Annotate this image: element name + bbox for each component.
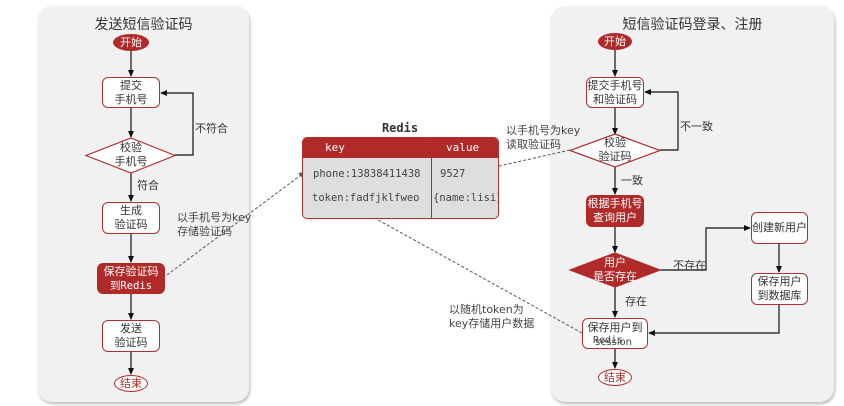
submit-phone-code-node: 提交手机号 和验证码: [586, 77, 644, 108]
edge-not-exists-create: [660, 225, 751, 271]
save-code-line1: 保存验证码: [103, 264, 159, 278]
end-node: 结束: [598, 369, 632, 386]
match-label: 一致: [621, 174, 643, 187]
end-node: 结束: [114, 375, 148, 392]
validate-phone-label: 校验 手机号: [114, 141, 148, 168]
value-column-header: value: [446, 141, 480, 154]
store-user-annotation: 以随机token为 key存储用户数据: [449, 303, 535, 330]
not-exists-label: 不存在: [673, 259, 706, 272]
send-code-node: 发送 验证码: [102, 320, 160, 352]
redis-key-cell: token:fadfjklfweo: [312, 192, 420, 204]
save-user-line1: 保存用户到: [587, 321, 643, 334]
redis-header: key value: [303, 138, 498, 158]
validate-phone-diamond: [84, 137, 177, 174]
redis-table: key value phone:13838411438 9527 token:f…: [302, 137, 499, 219]
dashed-store-code: [166, 171, 306, 276]
exists-label: 存在: [625, 295, 647, 308]
save-user-db-node: 保存用户 到数据库: [751, 273, 808, 305]
start-node: 开始: [598, 33, 632, 50]
redis-value-cell: 9527: [440, 168, 466, 180]
generate-code-node: 生成 验证码: [102, 202, 160, 234]
save-user-redis-node: 保存用户到 session Redis: [582, 318, 648, 349]
edge-savedb-saveuser: [648, 305, 780, 336]
query-user-node: 根据手机号 查询用户: [586, 195, 644, 227]
read-code-annotation: 以手机号为key 读取验证码: [506, 124, 581, 151]
column-divider: [431, 138, 432, 218]
mismatch-label: 不一致: [680, 120, 713, 133]
user-exists-label: 用户 是否存在: [593, 256, 637, 283]
match-label: 符合: [137, 179, 159, 192]
overlapping-text: session Redis: [585, 335, 645, 349]
store-code-annotation: 以手机号为key 存储验证码: [177, 211, 252, 238]
submit-phone-node: 提交 手机号: [102, 77, 160, 108]
validate-code-diamond: [568, 133, 662, 168]
save-code-redis-node: 保存验证码 到Redis: [97, 263, 165, 294]
dashed-store-user: [361, 210, 583, 334]
redis-text: Redis: [593, 335, 624, 346]
validate-code-label: 校验 验证码: [598, 136, 632, 163]
start-node: 开始: [113, 34, 149, 51]
key-column-header: key: [325, 141, 345, 154]
panel-title: 发送短信验证码: [94, 17, 193, 33]
dashed-read-code: [476, 149, 571, 173]
edge-validate-loop: [160, 90, 194, 156]
user-exists-diamond: [568, 252, 662, 288]
mismatch-label: 不符合: [195, 122, 228, 135]
panel-title: 短信验证码登录、注册: [622, 17, 763, 33]
save-code-line2: 到Redis: [109, 279, 153, 292]
edge-validate-loop: [644, 89, 679, 151]
session-text: session: [595, 337, 633, 348]
redis-value-cell: {name:lisi}: [433, 192, 499, 204]
redis-title: Redis: [381, 121, 419, 135]
redis-key-cell: phone:13838411438: [313, 168, 421, 180]
create-user-node: 创建新用户: [751, 212, 808, 244]
